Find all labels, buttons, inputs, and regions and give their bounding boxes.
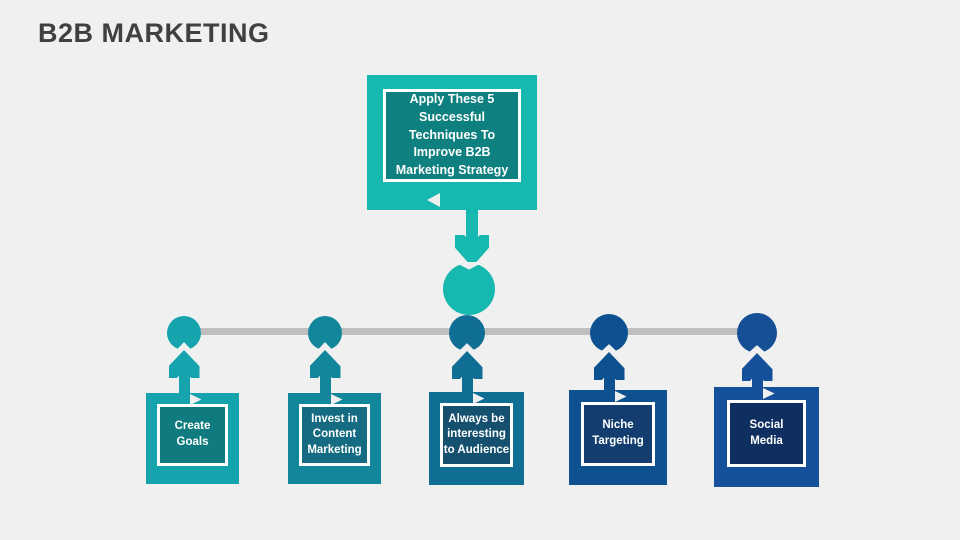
down-arrow-stem: [466, 205, 478, 243]
step-5-arrow-stem: [751, 373, 763, 404]
step-2-label: Invest in Content Marketing: [307, 412, 362, 456]
step-2-arrow-stem: [319, 370, 331, 408]
step-1-arrow-head: [168, 350, 200, 378]
page-title: B2B MARKETING: [38, 18, 270, 48]
down-arrow-icon: [455, 205, 489, 267]
timeline-rail: [178, 328, 760, 335]
step-1-label: Create Goals: [174, 420, 211, 448]
step-3-arrow-head: [451, 351, 483, 379]
step-1-chevron-icon: [190, 394, 202, 405]
step-3-panel: Always be interesting to Audience: [440, 403, 513, 467]
step-4-circle-notch: [597, 344, 621, 354]
step-2-panel: Invest in Content Marketing: [299, 404, 370, 466]
step-1-panel: Create Goals: [157, 404, 228, 466]
step-1-arrow-stem: [178, 370, 190, 408]
hub-circle: [443, 263, 495, 315]
step-4-arrow-head: [593, 352, 625, 380]
step-1-circle-notch: [173, 342, 195, 352]
step-2-arrow-head: [309, 350, 341, 378]
step-4-chevron-icon: [615, 391, 627, 402]
callout-text: Apply These 5 Successful Techniques To I…: [395, 92, 509, 178]
step-3-label: Always be interesting to Audience: [443, 412, 510, 456]
apply-techniques-callout[interactable]: Apply These 5 Successful Techniques To I…: [367, 75, 537, 210]
step-1-frame: [146, 393, 239, 484]
step-5-circle-notch: [745, 345, 769, 355]
step-3-circle-notch: [456, 343, 478, 353]
step-4-label: Niche Targeting: [592, 419, 644, 447]
step-2-circle-notch: [314, 342, 336, 352]
step-2-chevron-icon: [331, 394, 343, 405]
step-5-label: Social Media: [749, 418, 784, 447]
step-3-arrow-stem: [461, 371, 473, 407]
callout-inner-panel: Apply These 5 Successful Techniques To I…: [383, 89, 521, 182]
step-4-arrow-stem: [603, 372, 615, 406]
step-5-frame: [714, 387, 819, 487]
step-4-frame: [569, 390, 667, 485]
step-5-arrow-head: [741, 353, 773, 381]
step-4-panel: Niche Targeting: [581, 402, 655, 466]
step-2-frame: [288, 393, 381, 484]
hub-circle-notch: [454, 262, 484, 270]
step-3-frame: [429, 392, 524, 485]
step-3-chevron-icon: [473, 393, 485, 404]
step-5-chevron-icon: [763, 388, 775, 399]
step-5-panel: Social Media: [727, 400, 806, 467]
